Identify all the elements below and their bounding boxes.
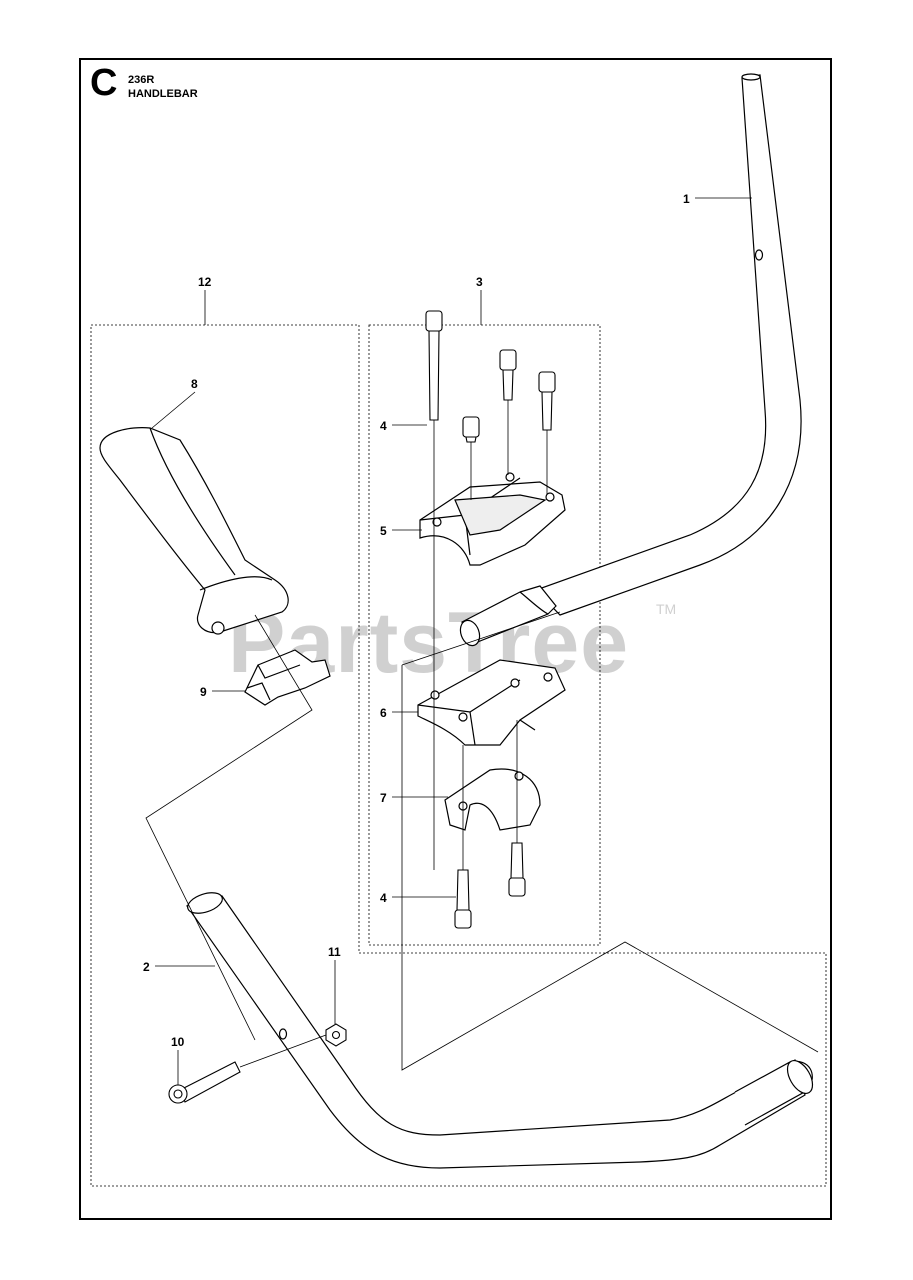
watermark-tm: TM bbox=[656, 601, 676, 617]
screw-b bbox=[462, 416, 480, 443]
callout-6: 6 bbox=[380, 706, 387, 720]
clamp-bottom bbox=[444, 768, 541, 831]
handlebar-upper-tube bbox=[459, 73, 802, 647]
grip-handle bbox=[99, 427, 289, 635]
callout-11: 11 bbox=[328, 945, 341, 959]
callout-7: 7 bbox=[380, 791, 387, 805]
clamp-top bbox=[419, 472, 566, 566]
screws bbox=[425, 310, 556, 929]
callout-2: 2 bbox=[143, 960, 150, 974]
screw-e bbox=[454, 869, 472, 929]
handlebar-lower-tube bbox=[186, 892, 814, 1169]
grip-clip bbox=[244, 649, 331, 706]
callout-4b: 4 bbox=[380, 891, 387, 905]
callout-4a: 4 bbox=[380, 419, 387, 433]
lower-tube-hole bbox=[278, 1028, 288, 1040]
screw-a bbox=[425, 310, 443, 421]
leader-lines bbox=[151, 197, 752, 1085]
screw-f bbox=[508, 842, 526, 897]
clamp-middle bbox=[417, 659, 566, 746]
section-letter: C bbox=[90, 62, 118, 104]
callout-12: 12 bbox=[198, 275, 212, 289]
assembly-lines bbox=[145, 400, 819, 1071]
tube-hole bbox=[754, 249, 764, 261]
diagram-frame bbox=[79, 58, 832, 1220]
screw-c bbox=[499, 349, 517, 401]
screw-d bbox=[538, 371, 556, 431]
group-box-12 bbox=[90, 324, 827, 1187]
callout-8: 8 bbox=[191, 377, 198, 391]
section-title: HANDLEBAR bbox=[128, 88, 198, 100]
nut bbox=[325, 1023, 347, 1047]
group-box-3 bbox=[368, 324, 601, 946]
callout-10: 10 bbox=[171, 1035, 185, 1049]
callout-3: 3 bbox=[476, 275, 483, 289]
bolt bbox=[168, 1061, 241, 1104]
callout-5: 5 bbox=[380, 524, 387, 538]
callout-9: 9 bbox=[200, 685, 207, 699]
section-model: 236R bbox=[128, 74, 155, 86]
callout-1: 1 bbox=[683, 192, 690, 206]
